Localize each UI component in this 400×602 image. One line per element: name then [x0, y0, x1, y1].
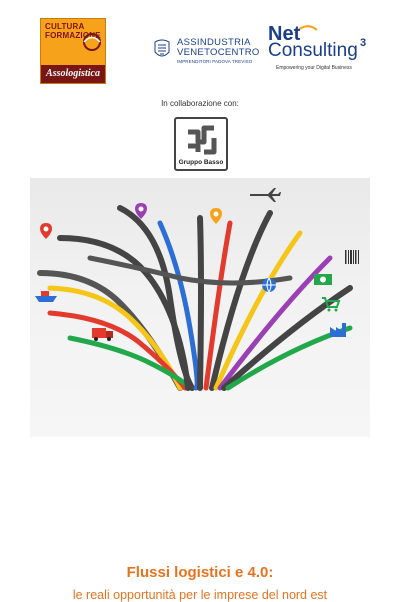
cf-text: CULTURA FORMAZIONE: [45, 22, 103, 40]
route-icons: [35, 188, 359, 341]
globe-icon: [262, 277, 276, 294]
airplane-icon: [250, 188, 281, 202]
assindustria-logo: ASSINDUSTRIA VENETOCENTRO IMPRENDITORI P…: [151, 36, 263, 70]
collaboration-text: In collaborazione con:: [161, 99, 239, 108]
ship-icon: [35, 291, 57, 302]
net-label: Net: [268, 23, 301, 45]
assindustria-emblem-icon: [154, 39, 170, 57]
gruppo-basso-logo: Gruppo Basso: [174, 117, 228, 171]
roads-illustration: [35, 188, 359, 391]
assologistica-band: Assologistica: [41, 65, 105, 83]
event-subtitle: le reali opportunità per le imprese del …: [72, 588, 328, 602]
assindustria-line1: ASSINDUSTRIA: [177, 37, 251, 48]
consulting-label: Consulting: [268, 40, 358, 61]
cultura-formazione-logo: CULTURA FORMAZIONE Assologistica: [40, 18, 106, 84]
route-pin-icon: [135, 203, 147, 219]
consulting-superscript: 3: [360, 37, 367, 49]
swirl-icon: [83, 33, 101, 51]
shopping-cart-icon: [322, 297, 341, 312]
money-icon: [314, 274, 332, 285]
cf-line1: CULTURA: [45, 22, 85, 31]
arc-icon: [294, 25, 318, 34]
net-consulting-logo: Net Consulting 3 Empowering your Digital…: [268, 24, 378, 76]
logistics-illustration: Flussi logistici e 4.0: le reali opportu…: [30, 178, 370, 602]
barcode-icon: [345, 250, 359, 264]
assologistica-label: Assologistica: [46, 68, 100, 79]
net-tagline: Empowering your Digital Business: [276, 65, 352, 71]
assindustria-text: ASSINDUSTRIA VENETOCENTRO IMPRENDITORI P…: [177, 38, 260, 65]
cf-line2: FORMAZIONE: [45, 31, 101, 40]
assindustria-line2: VENETOCENTRO: [177, 47, 260, 58]
assindustria-line3: IMPRENDITORI PADOVA TREVISO: [177, 59, 253, 64]
factory-icon: [330, 323, 346, 337]
route-pin-icon: [210, 208, 222, 224]
gruppo-basso-label: Gruppo Basso: [178, 159, 224, 166]
event-title: Flussi logistici e 4.0:: [126, 564, 274, 581]
gruppo-basso-emblem-icon: [188, 125, 217, 155]
truck-icon: [92, 328, 113, 341]
route-pin-icon: [40, 223, 52, 239]
